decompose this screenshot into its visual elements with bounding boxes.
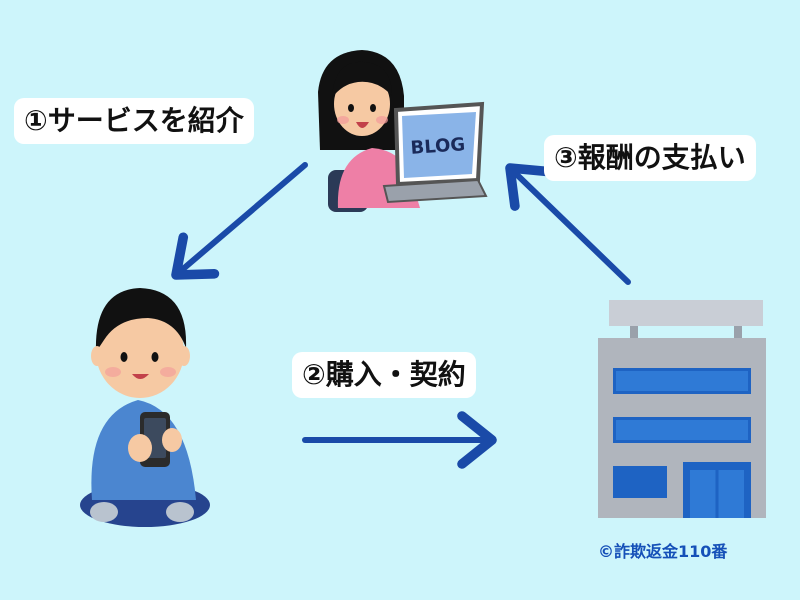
laptop-blog-text: BLOG	[410, 134, 466, 159]
copyright-text: ©詐欺返金110番	[598, 542, 728, 561]
customer-man-smartphone-icon	[80, 288, 210, 527]
arrow-blogger-to-customer	[171, 162, 308, 280]
step1-label: ①サービスを紹介	[14, 98, 254, 144]
arrow-company-to-blogger	[505, 163, 631, 285]
company-building-icon	[598, 300, 766, 518]
laptop-icon: BLOG	[382, 101, 488, 204]
step2-label: ②購入・契約	[292, 352, 476, 398]
step3-label: ③報酬の支払い	[544, 135, 756, 181]
